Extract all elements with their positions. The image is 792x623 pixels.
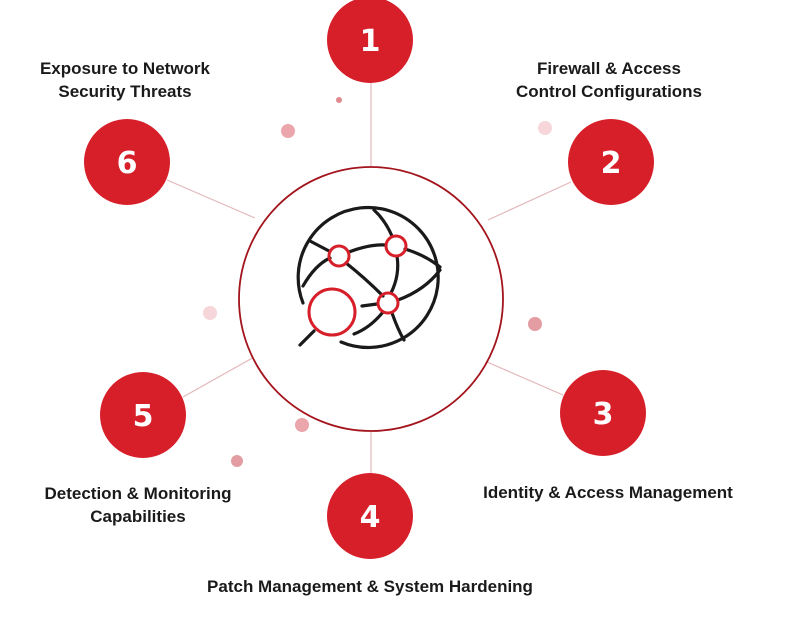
step-badge-6: 6 (84, 119, 170, 205)
globe-network-search-icon (296, 205, 442, 350)
label-line: Firewall & Access (537, 59, 681, 78)
step-number: 4 (360, 500, 381, 535)
decorative-dots (203, 97, 552, 467)
connector-lines (166, 83, 572, 473)
dot (295, 418, 309, 432)
step-badge-1: 1 (327, 0, 413, 83)
dot (336, 97, 342, 103)
label-line: Exposure to Network (39, 59, 211, 78)
step-badges: 1 2 3 4 5 6 (84, 0, 654, 559)
dot (538, 121, 552, 135)
connector-3 (486, 361, 564, 396)
connector-2 (487, 181, 572, 221)
step-badge-5: 5 (100, 372, 186, 458)
label-line: Security Threats (58, 82, 192, 101)
step-label-6: Exposure to Network Security Threats (20, 57, 230, 103)
step-number: 5 (133, 399, 154, 434)
connector-6 (166, 179, 256, 219)
step-badge-3: 3 (560, 370, 646, 456)
dot (281, 124, 295, 138)
center-ring (238, 166, 504, 432)
dot (203, 306, 217, 320)
label-line: Capabilities (90, 507, 186, 526)
step-number: 2 (601, 146, 622, 181)
dot (528, 317, 542, 331)
step-badge-4: 4 (327, 473, 413, 559)
step-number: 6 (117, 146, 138, 181)
label-line: Control Configurations (515, 82, 703, 101)
dot (231, 455, 243, 467)
step-label-4: Patch Management & System Hardening (207, 577, 533, 596)
step-number: 3 (593, 397, 614, 432)
step-badge-2: 2 (568, 119, 654, 205)
step-label-5: Detection & Monitoring Capabilities (28, 482, 248, 528)
label-line: Detection & Monitoring (44, 484, 232, 503)
connector-5 (182, 355, 257, 398)
step-number: 1 (360, 24, 381, 59)
step-label-3: Identity & Access Management (483, 483, 733, 502)
step-label-2: Firewall & Access Control Configurations (509, 57, 709, 103)
